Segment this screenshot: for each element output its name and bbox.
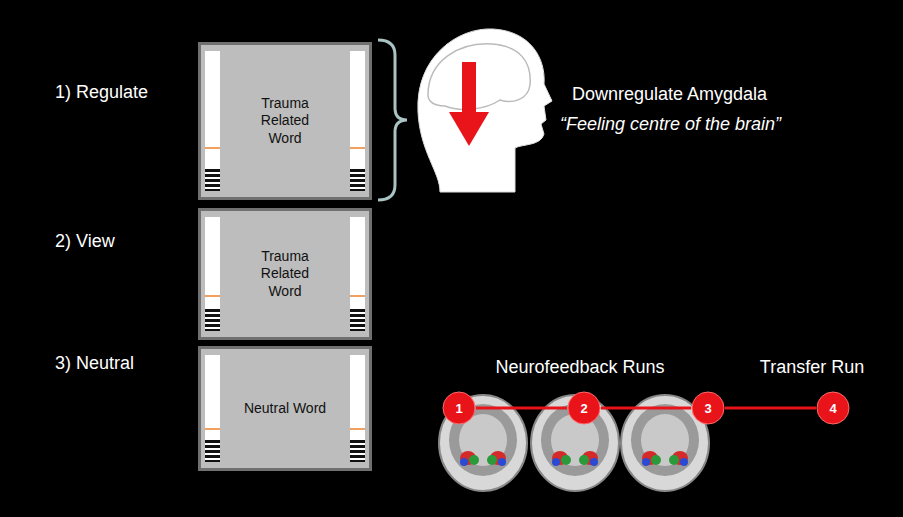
screen-panel: Trauma Related Word <box>198 208 372 340</box>
feedback-bar <box>205 51 220 191</box>
level-stripes <box>350 440 365 462</box>
step-label: 1) Regulate <box>55 82 148 103</box>
level-stripes <box>350 169 365 191</box>
target-line <box>205 295 220 297</box>
target-line <box>350 295 365 297</box>
screen-word: Trauma Related Word <box>243 248 327 301</box>
caption-text: “Feeling centre of the brain” <box>560 114 781 135</box>
feedback-bar <box>205 217 220 331</box>
timeline-connector <box>725 407 816 410</box>
bracket <box>378 40 407 200</box>
feedback-bar <box>205 355 220 462</box>
target-line <box>205 428 220 430</box>
callout-number: 2 <box>580 401 587 416</box>
level-stripes <box>350 309 365 331</box>
run-marker: 1 <box>442 391 476 425</box>
step-label: 3) Neutral <box>55 353 134 374</box>
feedback-bar <box>350 355 365 462</box>
screen-panel: Neutral Word <box>198 346 372 471</box>
callout-number: 4 <box>829 401 836 416</box>
feedback-bar <box>350 51 365 191</box>
head-silhouette <box>418 29 552 192</box>
target-line <box>350 428 365 430</box>
run-marker: 2 <box>567 391 601 425</box>
timeline-connector <box>476 407 567 410</box>
callout-number: 3 <box>704 401 711 416</box>
brain-outline <box>428 44 530 110</box>
feedback-bar <box>350 217 365 331</box>
step-label: 2) View <box>55 231 115 252</box>
down-arrow <box>449 62 489 146</box>
run-label: Neurofeedback Runs <box>495 357 664 378</box>
screen-word: Trauma Related Word <box>243 95 327 148</box>
timeline-connector <box>601 407 691 410</box>
target-line <box>205 147 220 149</box>
callout-number: 1 <box>455 401 462 416</box>
target-line <box>350 147 365 149</box>
level-stripes <box>205 440 220 462</box>
level-stripes <box>205 169 220 191</box>
screen-panel: Trauma Related Word <box>198 42 372 200</box>
run-marker: 3 <box>691 391 725 425</box>
screen-word: Neutral Word <box>244 400 326 418</box>
level-stripes <box>205 309 220 331</box>
caption-text: Downregulate Amygdala <box>572 84 767 105</box>
run-marker: 4 <box>816 391 850 425</box>
run-label: Transfer Run <box>760 357 864 378</box>
